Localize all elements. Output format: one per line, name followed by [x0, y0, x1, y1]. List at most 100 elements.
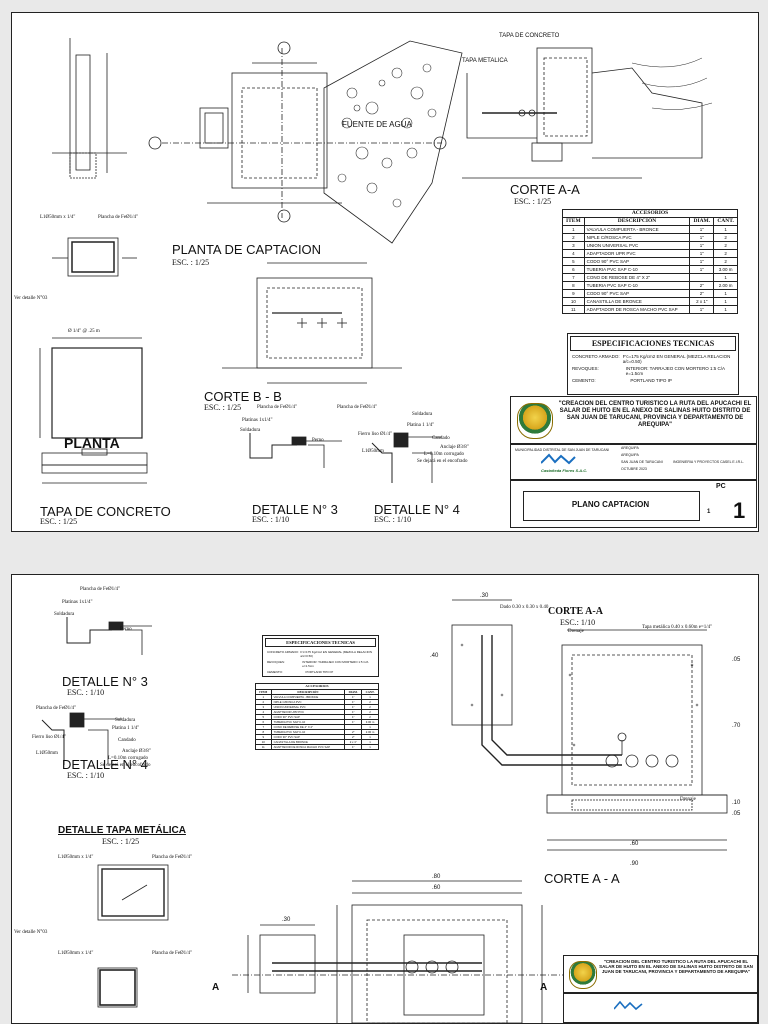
accesorio-cell: 11 [562, 305, 585, 314]
accesorio-cell: TUBERIA PVC SAP C-10 [583, 281, 691, 290]
s2-spec-key: CONCRETO ARMADO: [267, 650, 299, 654]
dim-60: .60 [630, 841, 639, 847]
accesorio-cell: 3.00 m [713, 265, 738, 274]
especificaciones-title: ESPECIFICACIONES TECNICAS [570, 336, 736, 351]
planta-captacion-title: PLANTA DE CAPTACION [172, 242, 322, 257]
accesorio-cell: 1" [689, 265, 715, 274]
detalle3-scale: ESC. : 1/10 [252, 515, 290, 524]
acc-header-diam: DIAM. [689, 217, 715, 226]
s2-tapa-ver: Ver detalle N°03 [14, 930, 48, 935]
s2-detalle4-title: DETALLE N° 4 [62, 757, 148, 772]
accesorio-cell: 10 [562, 297, 585, 306]
accesorio-cell: 2 [713, 241, 738, 250]
accesorio-cell: 11 [255, 744, 272, 750]
accesorio-cell: 2 [713, 257, 738, 266]
dim-40: .40 [430, 653, 439, 659]
accesorio-cell: 2.00 m [713, 281, 738, 290]
accesorio-cell: CONO DE REBOSE DE 4" X 2" [583, 273, 691, 282]
project-title: "CREACION DEL CENTRO TURISTICO LA RUTA D… [558, 401, 752, 428]
s2-tapa-pl: Plancha de FeØ1/4" [152, 855, 193, 860]
det3-platina: Platinas 1x1/4" [242, 418, 273, 423]
detalle4-title: DETALLE N° 4 [374, 502, 460, 517]
s2-det3-plancha: Plancha de FeØ1/4" [80, 587, 121, 592]
det4-platina: Platina 1 1/4" [407, 423, 435, 428]
captacion-plan-box [231, 72, 328, 189]
accesorio-cell: 1 [713, 225, 738, 234]
det3-perno: Perno [312, 438, 324, 443]
det4-fierro: Fierro liso Ø1/4" [358, 432, 392, 437]
s2-drenaje-bottom: Drenaje [680, 797, 696, 802]
acc-header-item: ITEM [562, 217, 585, 226]
sheet1-drawing [39, 38, 713, 484]
title-block: "CREACION DEL CENTRO TURISTICO LA RUTA D… [510, 396, 757, 528]
dim-70: .70 [732, 723, 741, 729]
tapa-plancha-label: Plancha de FeØ1/4" [98, 215, 139, 220]
plano-name: PLANO CAPTACION [571, 500, 650, 509]
plano-code: PC [716, 483, 726, 490]
det4-l15: L1Ø50mm [362, 449, 384, 454]
corte-aa-box [536, 47, 593, 144]
drawing-sheet-1: FUENTE DE AGUA PLANTA DE CAPTACION ESC. … [11, 12, 759, 532]
info-4: OCTUBRE 2023 [621, 467, 647, 471]
dim-30b: .30 [282, 917, 291, 923]
accesorio-cell: 7 [562, 273, 585, 282]
s2-spec-key: CEMENTO: [267, 670, 283, 674]
det4-anclaje: Anclaje Ø3/8" [440, 445, 469, 450]
accesorio-cell: ADAPTADOR DE ROSCA MACHO PVC SAP [270, 744, 346, 750]
s2-especificaciones-box: ESPECIFICACIONES TECNICAS CONCRETO ARMAD… [262, 635, 379, 677]
corte-aa-2-title: CORTE A - A [544, 871, 620, 886]
spec-row: REVOQUES:INTERIOR: TARRAJEO CON MORTERO … [568, 365, 738, 377]
s2-det4-l: L=0.10m corrugado [108, 756, 149, 761]
s2-spec-row: CEMENTO:PORTLAND TIPO IP [263, 669, 378, 675]
accesorio-cell: 1" [689, 249, 715, 258]
spec-row: CEMENTO: PORTLAND TIPO IP [568, 377, 738, 384]
accesorio-cell: CODO 90° PVC SAP [583, 289, 691, 298]
spec-val: INTERIOR: TARRAJEO CON MORTERO 1:5 C/A e… [625, 366, 725, 376]
accesorio-cell: 1" [689, 305, 715, 314]
s2-det4-l15: L1Ø50mm [36, 751, 58, 756]
accesorio-cell: 5 [562, 257, 585, 266]
accesorios-title: ACCESORIOS [562, 209, 738, 218]
section-marker-a-right: A [540, 982, 548, 993]
sheet-number-big: 1 [733, 498, 746, 523]
tapa-metalica-label: TAPA METALICA [462, 58, 508, 64]
det3-soldadura: Soldadura [240, 428, 261, 433]
s2-det4-candado: Candado [118, 738, 136, 743]
corte-aa-scale: ESC. : 1/25 [514, 197, 552, 206]
dim-30: .30 [480, 593, 489, 599]
planta-title: PLANTA [64, 435, 120, 451]
column-section [75, 54, 91, 171]
tapa-concreto-label: TAPA DE CONCRETO [499, 33, 560, 39]
s2-detalle4-scale: ESC. : 1/10 [67, 771, 105, 780]
divider [511, 479, 756, 481]
accesorio-cell: ADAPTADOR UPR PVC [583, 249, 691, 258]
water-source-area [323, 40, 463, 244]
spec-val: PORTLAND TIPO IP [630, 378, 672, 383]
s2-det3-platina: Platinas 1x1/4" [62, 600, 93, 605]
s2-project-title: "CREACION DEL CENTRO TURISTICO LA RUTA D… [599, 959, 753, 975]
s2-spec-row: REVOQUES:INTERIOR: TARRAJEO CON MORTERO … [263, 659, 378, 669]
accesorio-cell: 2 x 1" [689, 297, 715, 306]
tapa-l-label: L1Ø50mm x 1/4" [40, 215, 76, 220]
spec-key: CEMENTO: [572, 378, 596, 383]
detalle4-scale: ESC. : 1/10 [374, 515, 412, 524]
s2-det4-platina: Platina 1 1/4" [112, 726, 140, 731]
detalle-tapa-metalica-scale: ESC. : 1/25 [102, 837, 140, 846]
accesorio-cell: UNION UNIVERSAL PVC [583, 241, 691, 250]
dim-10: .10 [732, 800, 741, 806]
empresa-logo-text: Castañeda Flores S.A.C. [541, 468, 588, 473]
spec-val: F'c=175 Kg/cm2 EN GENERAL (MEZCLA RELACI… [622, 354, 731, 364]
det4-soldadura: Soldadura [412, 412, 433, 417]
accesorio-cell: 1 [361, 744, 379, 750]
